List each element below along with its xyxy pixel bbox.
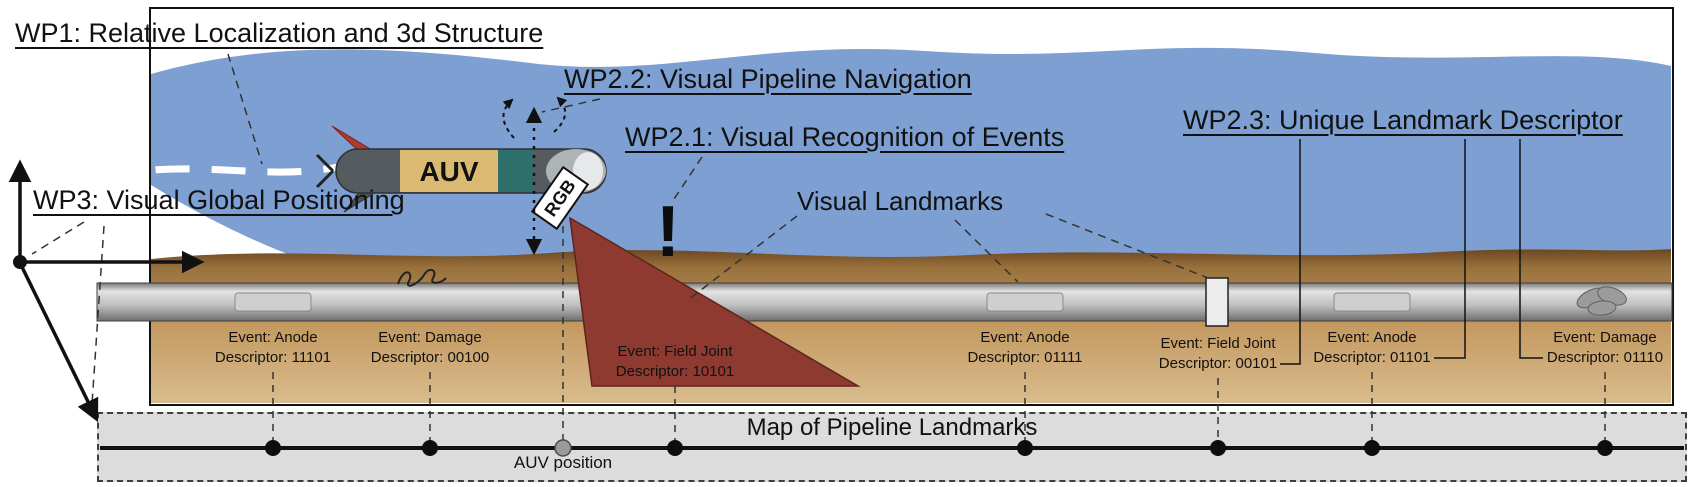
wp2-2-connector [541, 98, 601, 113]
visual-landmarks-connector-2 [954, 219, 1019, 283]
wp2-3-pointer-2 [1434, 139, 1466, 359]
event-descriptor: Descriptor: 01111 [967, 349, 1083, 366]
map-landmark-dot [1597, 440, 1613, 456]
event-descriptor: Descriptor: 01110 [1546, 349, 1664, 366]
event-type: Event: Anode [228, 329, 318, 346]
event-type: Event: Field Joint [1160, 335, 1276, 352]
map-landmark-dot [1364, 440, 1380, 456]
map-landmark-dot [422, 440, 438, 456]
anode-feature-1 [234, 292, 312, 312]
wp2-3-pointer-3 [1519, 139, 1543, 359]
seabed [151, 249, 1671, 403]
visual-landmarks-connector-3 [1045, 213, 1209, 279]
event-descriptor: Descriptor: 00101 [1158, 355, 1278, 372]
wp2-3-label: WP2.3: Unique Landmark Descriptor [1183, 105, 1623, 135]
map-landmark-dot [265, 440, 281, 456]
auv-mid-module [400, 150, 498, 192]
rgb-camera-box [530, 165, 590, 231]
map-landmark-dot [667, 440, 683, 456]
axis-to-map [20, 266, 99, 423]
event-descriptor: Descriptor: 11101 [214, 349, 332, 366]
event-type: Event: Anode [1327, 329, 1417, 346]
wp2-1-label: WP2.1: Visual Recognition of Events [625, 122, 1065, 152]
event-type: Event: Anode [980, 329, 1070, 346]
world-axes [8, 159, 205, 423]
map-landmark-dot [1210, 440, 1226, 456]
wp2-3-pointer-1 [1280, 139, 1301, 365]
wp2-1-connector [671, 156, 703, 203]
map-landmark-dot [1017, 440, 1033, 456]
auv-position-label: AUV position [513, 453, 613, 472]
event-alert-mark: ! [656, 192, 680, 272]
map-title: Map of Pipeline Landmarks [746, 414, 1038, 441]
axes-origin [13, 255, 27, 269]
label-connectors [31, 53, 1209, 405]
field-joint-feature [1205, 277, 1229, 327]
event-map-connectors [272, 372, 1606, 448]
wp1-label: WP1: Relative Localization and 3d Struct… [15, 18, 544, 48]
wp2-3-pointer-lines [1280, 139, 1543, 365]
auv-hull-label: AUV [419, 156, 478, 187]
anode-feature-2 [986, 292, 1064, 312]
pipeline [96, 282, 1673, 322]
event-descriptor: Descriptor: 01101 [1313, 349, 1431, 366]
map-landmark-dots [265, 440, 1613, 456]
event-type: Event: Field Joint [617, 343, 733, 360]
anode-feature-3 [1333, 292, 1411, 312]
damage-feature-2 [1576, 286, 1627, 316]
wp1-connector [227, 53, 263, 165]
wp2-2-label: WP2.2: Visual Pipeline Navigation [564, 64, 972, 94]
event-type: Event: Damage [378, 329, 482, 346]
wp3-connector-2 [91, 225, 105, 405]
damage-feature-1 [397, 268, 447, 287]
visual-landmarks-label: Visual Landmarks [797, 186, 1004, 216]
camera-fov-cone [569, 216, 861, 387]
auv-trajectory [99, 163, 339, 181]
wp3-label: WP3: Visual Global Positioning [33, 185, 405, 215]
auv-propeller [315, 153, 335, 189]
wp3-connector-1 [31, 221, 85, 255]
event-type: Event: Damage [1553, 329, 1657, 346]
event-descriptor: Descriptor: 10101 [615, 363, 735, 380]
visual-landmarks-connector-1 [687, 215, 798, 301]
event-descriptor: Descriptor: 00100 [370, 349, 490, 366]
auv-sensor-module [498, 150, 534, 192]
map-auv-dot [554, 439, 572, 457]
